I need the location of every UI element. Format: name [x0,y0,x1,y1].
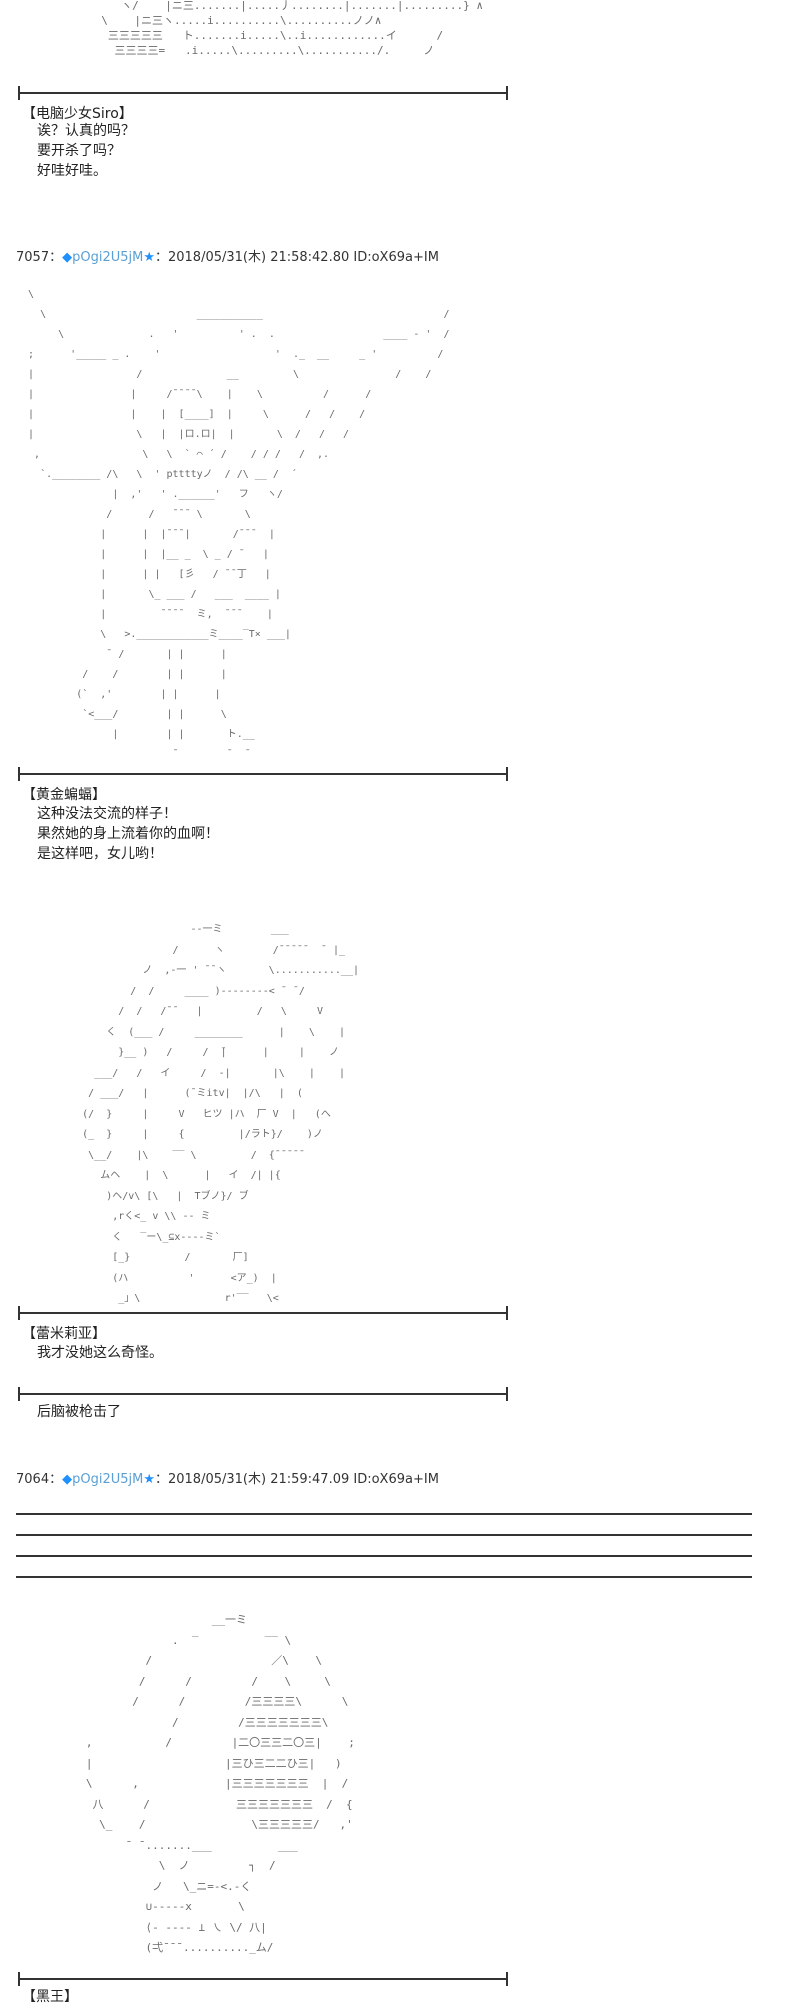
post-meta: ：2018/05/31(木) 21:58:42.80 ID:oX69a+IM [154,250,439,265]
dialog-line: 诶？认真的吗？ [37,123,135,139]
horizontal-rule [16,1576,752,1578]
post-number[interactable]: 7064： [16,1472,63,1487]
diamond-icon: ◆ [62,250,73,265]
dialog-line: 是这样吧，女儿哟！ [37,846,163,862]
horizontal-rule [16,1555,752,1557]
post-header: 7057：◆pOgi2U5jM★：2018/05/31(木) 21:58:42.… [16,246,439,265]
post-header: 7064：◆pOgi2U5jM★：2018/05/31(木) 21:59:47.… [16,1468,439,1487]
panel-divider [18,1972,508,1986]
dialog-lines: 诶？认真的吗？ 要开杀了吗？ 好哇好哇。 [37,121,135,181]
dialog-lines: 我才没她这么奇怪。 [37,1343,163,1363]
panel-divider [18,1306,508,1320]
diamond-icon: ◆ [62,1472,73,1487]
ascii-art-black-king: __一ミ . ‾ ‾‾ \ / ／\ \ / / / \ \ / / /三三三三… [85,1613,355,1954]
star-icon: ★ [143,1472,155,1487]
dialog-line: 我才没她这么奇怪。 [37,1345,163,1361]
horizontal-rule [16,1534,752,1536]
panel-divider [18,86,508,100]
speaker-name: 【黄金蝙蝠】 [22,787,106,803]
tripcode-link[interactable]: pOgi2U5jM [72,1472,144,1487]
speaker-name: 【黑王】 [22,1989,78,2005]
tripcode-link[interactable]: pOgi2U5jM [72,250,144,265]
dialog-line: 果然她的身上流着你的血啊！ [37,826,219,842]
ascii-art-siro: ヽ/ |ニ三.......|.....丿........|.......|...… [101,0,483,57]
dialog-line: 这种没法交流的样子！ [37,806,177,822]
ascii-art-golden-bat: \ \ ___________ / \ . ' ' . . ____ - ' /… [28,289,450,760]
speaker-name: 【蕾米莉亚】 [22,1326,106,1342]
panel-divider [18,767,508,781]
post-meta: ：2018/05/31(木) 21:59:47.09 ID:oX69a+IM [154,1472,439,1487]
post-number[interactable]: 7057： [16,250,63,265]
speaker-name: 【电脑少女Siro】 [22,106,133,122]
dialog-line: 好哇好哇。 [37,163,107,179]
horizontal-rule [16,1513,752,1515]
dialog-line: 要开杀了吗？ [37,143,121,159]
ascii-art-remilia: --一ミ ___ / ヽ /¯¯¯¯¯ ¯ |_ ノ ,-一 ' ¯¯ヽ \..… [82,924,359,1304]
star-icon: ★ [143,250,155,265]
caption-text: 后脑被枪击了 [37,1404,121,1420]
panel-divider [18,1387,508,1401]
dialog-lines: 这种没法交流的样子！ 果然她的身上流着你的血啊！ 是这样吧，女儿哟！ [37,804,219,864]
